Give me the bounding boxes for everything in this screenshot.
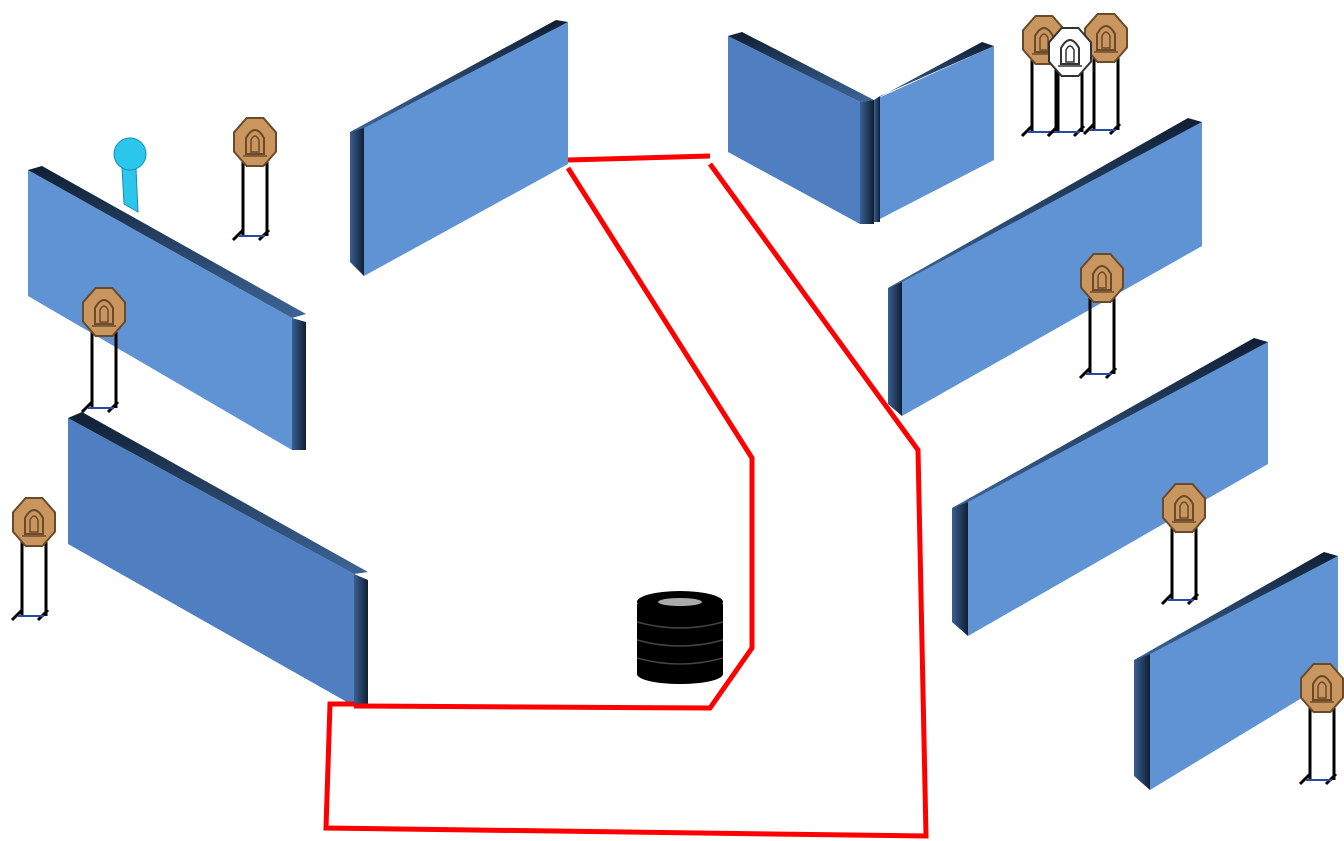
- wall-face: [952, 342, 1268, 636]
- wall-right-3: [1134, 552, 1338, 790]
- wall-edge: [1134, 654, 1150, 790]
- wall-top-rim: [28, 166, 306, 318]
- wall-edge: [354, 574, 368, 706]
- wall-face: [888, 122, 1202, 416]
- target-right-1: [1078, 253, 1124, 380]
- wall-top-rim: [728, 32, 874, 102]
- wall-face: [28, 170, 292, 450]
- target-left-mid: [80, 287, 126, 414]
- wall-edge: [860, 100, 874, 224]
- steel-popper-icon: [113, 137, 147, 213]
- wall-edge: [350, 126, 364, 276]
- fault-line-top: [567, 153, 711, 163]
- target-top-right-3: [1082, 13, 1128, 136]
- fault-line-inner-left: [353, 166, 755, 711]
- wall-edge: [952, 502, 968, 636]
- wall-face: [68, 418, 354, 706]
- no-shoot-target: [1046, 27, 1092, 138]
- wall-corner-right: [874, 42, 994, 222]
- wall-top-rim: [874, 42, 994, 100]
- wall-top-rim: [952, 338, 1268, 508]
- wall-center-top: [350, 20, 568, 276]
- wall-edge: [888, 282, 902, 416]
- wall-right-1: [888, 118, 1202, 416]
- target-right-2: [1160, 483, 1206, 606]
- wall-right-2: [952, 338, 1268, 636]
- wall-face: [728, 36, 860, 224]
- props: [113, 137, 724, 684]
- barrier-walls: [28, 20, 1338, 790]
- target-left-top: [231, 117, 277, 242]
- shooting-area-boundary: [323, 153, 929, 839]
- wall-face: [350, 22, 568, 276]
- tire-stack-icon: [636, 591, 724, 684]
- wall-edge: [874, 96, 880, 222]
- wall-top-rim: [1134, 552, 1338, 660]
- wall-face: [1134, 556, 1338, 790]
- target-right-3: [1298, 663, 1344, 786]
- wall-top-rim: [68, 412, 368, 574]
- fault-line-outer: [323, 162, 929, 839]
- wall-top-rim: [888, 118, 1202, 288]
- wall-top-rim: [350, 20, 568, 132]
- wall-left-lower: [68, 412, 368, 706]
- target-left-bottom: [10, 497, 56, 622]
- wall-left-upper: [28, 166, 306, 450]
- wall-corner-left: [728, 32, 874, 224]
- wall-edge: [292, 318, 306, 450]
- wall-face: [874, 46, 994, 222]
- targets: [10, 13, 1344, 786]
